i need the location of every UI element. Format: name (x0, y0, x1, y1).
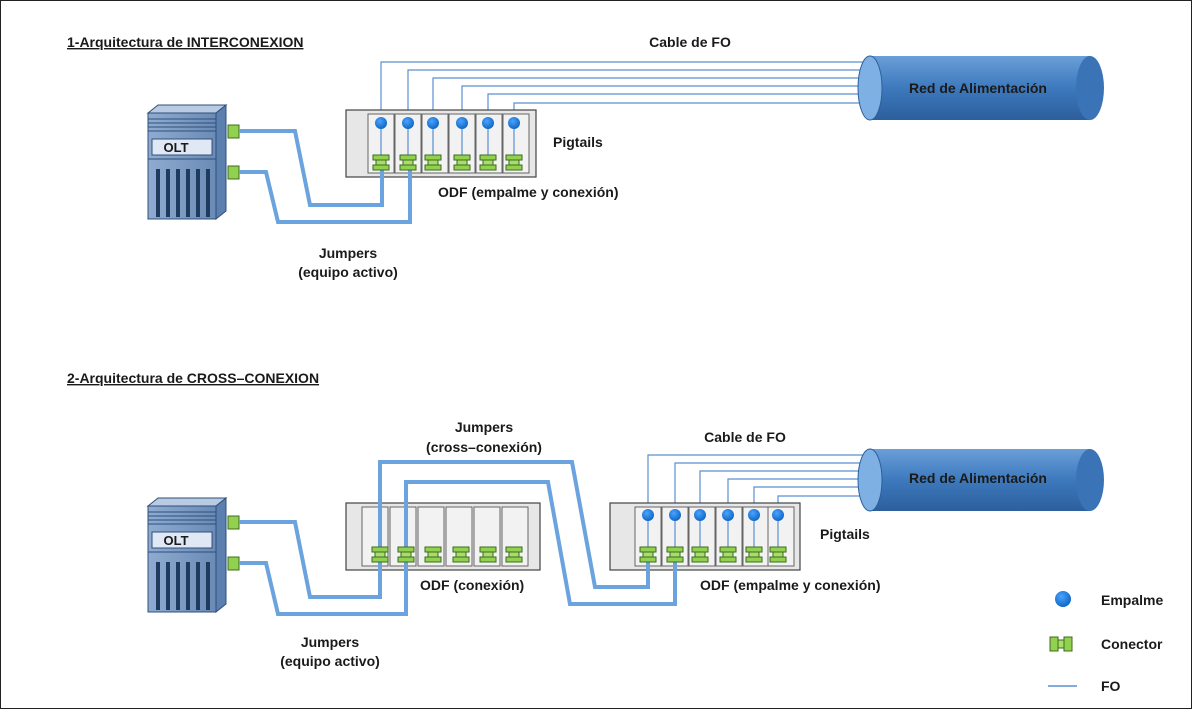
olt-icon-1 (147, 104, 227, 220)
legend-splice-icon (1055, 591, 1071, 607)
olt-port-icon (227, 515, 240, 530)
section1-title: 1-Arquitectura de INTERCONEXION (67, 34, 303, 50)
legend-fo-label: FO (1101, 678, 1121, 694)
cross-jumpers-label-a: Jumpers (455, 419, 514, 435)
fo-lines-2 (647, 454, 868, 514)
odf-conexion-label: ODF (conexión) (420, 577, 524, 593)
red-alimentacion-label-2: Red de Alimentación (909, 470, 1047, 486)
olt-icon-2 (147, 497, 227, 613)
pigtails-label-1: Pigtails (553, 134, 603, 150)
splice-icon (482, 117, 494, 129)
legend-connector-icon (1049, 636, 1073, 652)
splices-2 (642, 509, 784, 521)
legend-conector-label: Conector (1101, 636, 1163, 652)
splice-icon (642, 509, 654, 521)
splice-icon (375, 117, 387, 129)
olt-label-2: OLT (163, 533, 188, 548)
odf-label-1: ODF (empalme y conexión) (438, 184, 618, 200)
feeder-cable-2 (857, 448, 1104, 512)
odf-empalme-label: ODF (empalme y conexión) (700, 577, 880, 593)
jumpers-label-2a: Jumpers (301, 634, 360, 650)
jumpers-2 (239, 460, 677, 616)
splices-1 (375, 117, 520, 129)
pigtail-lines-1 (380, 124, 515, 156)
jumpers-label-1a: Jumpers (319, 245, 378, 261)
splice-icon (772, 509, 784, 521)
pigtails-label-2: Pigtails (820, 526, 870, 542)
cross-jumpers-label-b: (cross–conexión) (426, 439, 542, 455)
olt-port-icon (227, 556, 240, 571)
legend-empalme-label: Empalme (1101, 592, 1163, 608)
cable-fo-label-2: Cable de FO (704, 429, 786, 445)
jumpers-label-2b: (equipo activo) (280, 653, 380, 669)
splice-icon (669, 509, 681, 521)
feeder-cable-1 (857, 55, 1104, 121)
olt-label-1: OLT (163, 140, 188, 155)
jumpers-label-1b: (equipo activo) (298, 264, 398, 280)
splice-icon (508, 117, 520, 129)
red-alimentacion-label-1: Red de Alimentación (909, 80, 1047, 96)
splice-icon (694, 509, 706, 521)
jumpers-1 (239, 129, 412, 224)
olt-port-icon (227, 124, 240, 139)
splice-icon (722, 509, 734, 521)
splice-icon (748, 509, 760, 521)
olt-port-icon (227, 165, 240, 180)
pigtail-lines-2 (647, 516, 779, 548)
splice-icon (456, 117, 468, 129)
cable-fo-label-1: Cable de FO (649, 34, 731, 50)
section2-title: 2-Arquitectura de CROSS–CONEXION (67, 370, 319, 386)
legend: Empalme Conector FO (1048, 591, 1163, 694)
splice-icon (427, 117, 439, 129)
splice-icon (402, 117, 414, 129)
